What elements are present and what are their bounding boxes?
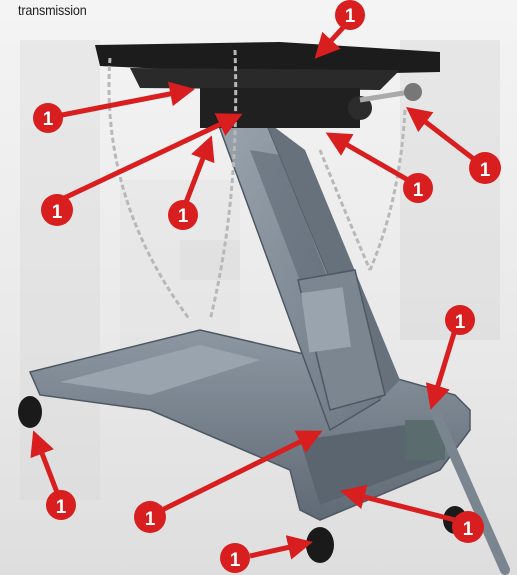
callout-marker: 1 — [134, 430, 323, 533]
callouts: 1 1 1 1 1 — [30, 0, 501, 573]
callout-marker: 1 — [425, 305, 475, 410]
callout-marker: 1 — [406, 106, 501, 184]
callout-marker: 1 — [168, 135, 215, 230]
callout-label: 1 — [463, 519, 474, 540]
callout-label: 1 — [52, 202, 63, 223]
saddle-plate — [95, 42, 440, 128]
safety-chains — [107, 49, 407, 321]
pump-housing — [297, 269, 445, 460]
pump-handle — [425, 395, 510, 575]
callout-marker: 1 — [325, 132, 433, 203]
callout-marker: 1 — [41, 113, 243, 226]
callout-marker: 1 — [30, 430, 76, 520]
callout-label: 1 — [455, 312, 466, 333]
callout-label: 1 — [56, 497, 67, 518]
callout-label: 1 — [345, 6, 356, 27]
callout-marker: 1 — [33, 81, 195, 133]
callout-label: 1 — [178, 206, 189, 227]
callout-label: 1 — [145, 509, 156, 530]
callout-marker: 1 — [220, 535, 313, 573]
callout-marker: 1 — [340, 484, 484, 543]
callout-marker: 1 — [314, 0, 365, 59]
callout-label: 1 — [480, 160, 491, 181]
caption-text: transmission — [18, 2, 87, 18]
callout-label: 1 — [43, 109, 54, 130]
callout-label: 1 — [413, 180, 424, 201]
callout-label: 1 — [230, 550, 241, 571]
